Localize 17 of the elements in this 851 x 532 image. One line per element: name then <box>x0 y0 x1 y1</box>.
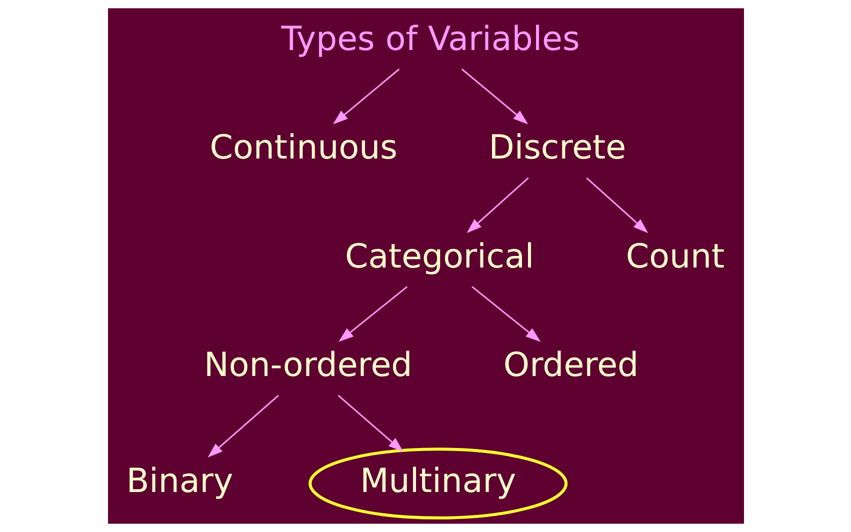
node-text: Count <box>625 236 724 276</box>
node-ellipse: Multinary <box>308 448 568 520</box>
arrow <box>471 286 540 342</box>
arrow <box>207 394 278 458</box>
node-text: Continuous <box>209 128 397 167</box>
node-text: Binary <box>126 460 233 500</box>
arrow <box>337 394 403 452</box>
node-text: Non-ordered <box>204 345 412 384</box>
arrow <box>586 177 648 234</box>
arrow <box>466 177 528 234</box>
node-text: Discrete <box>488 128 626 167</box>
arrow <box>460 68 528 124</box>
node-text: Ordered <box>502 345 638 384</box>
node-text: Categorical <box>344 236 534 276</box>
arrow <box>338 286 408 342</box>
arrow <box>332 68 400 124</box>
node-text: Types of Variables <box>280 18 580 58</box>
